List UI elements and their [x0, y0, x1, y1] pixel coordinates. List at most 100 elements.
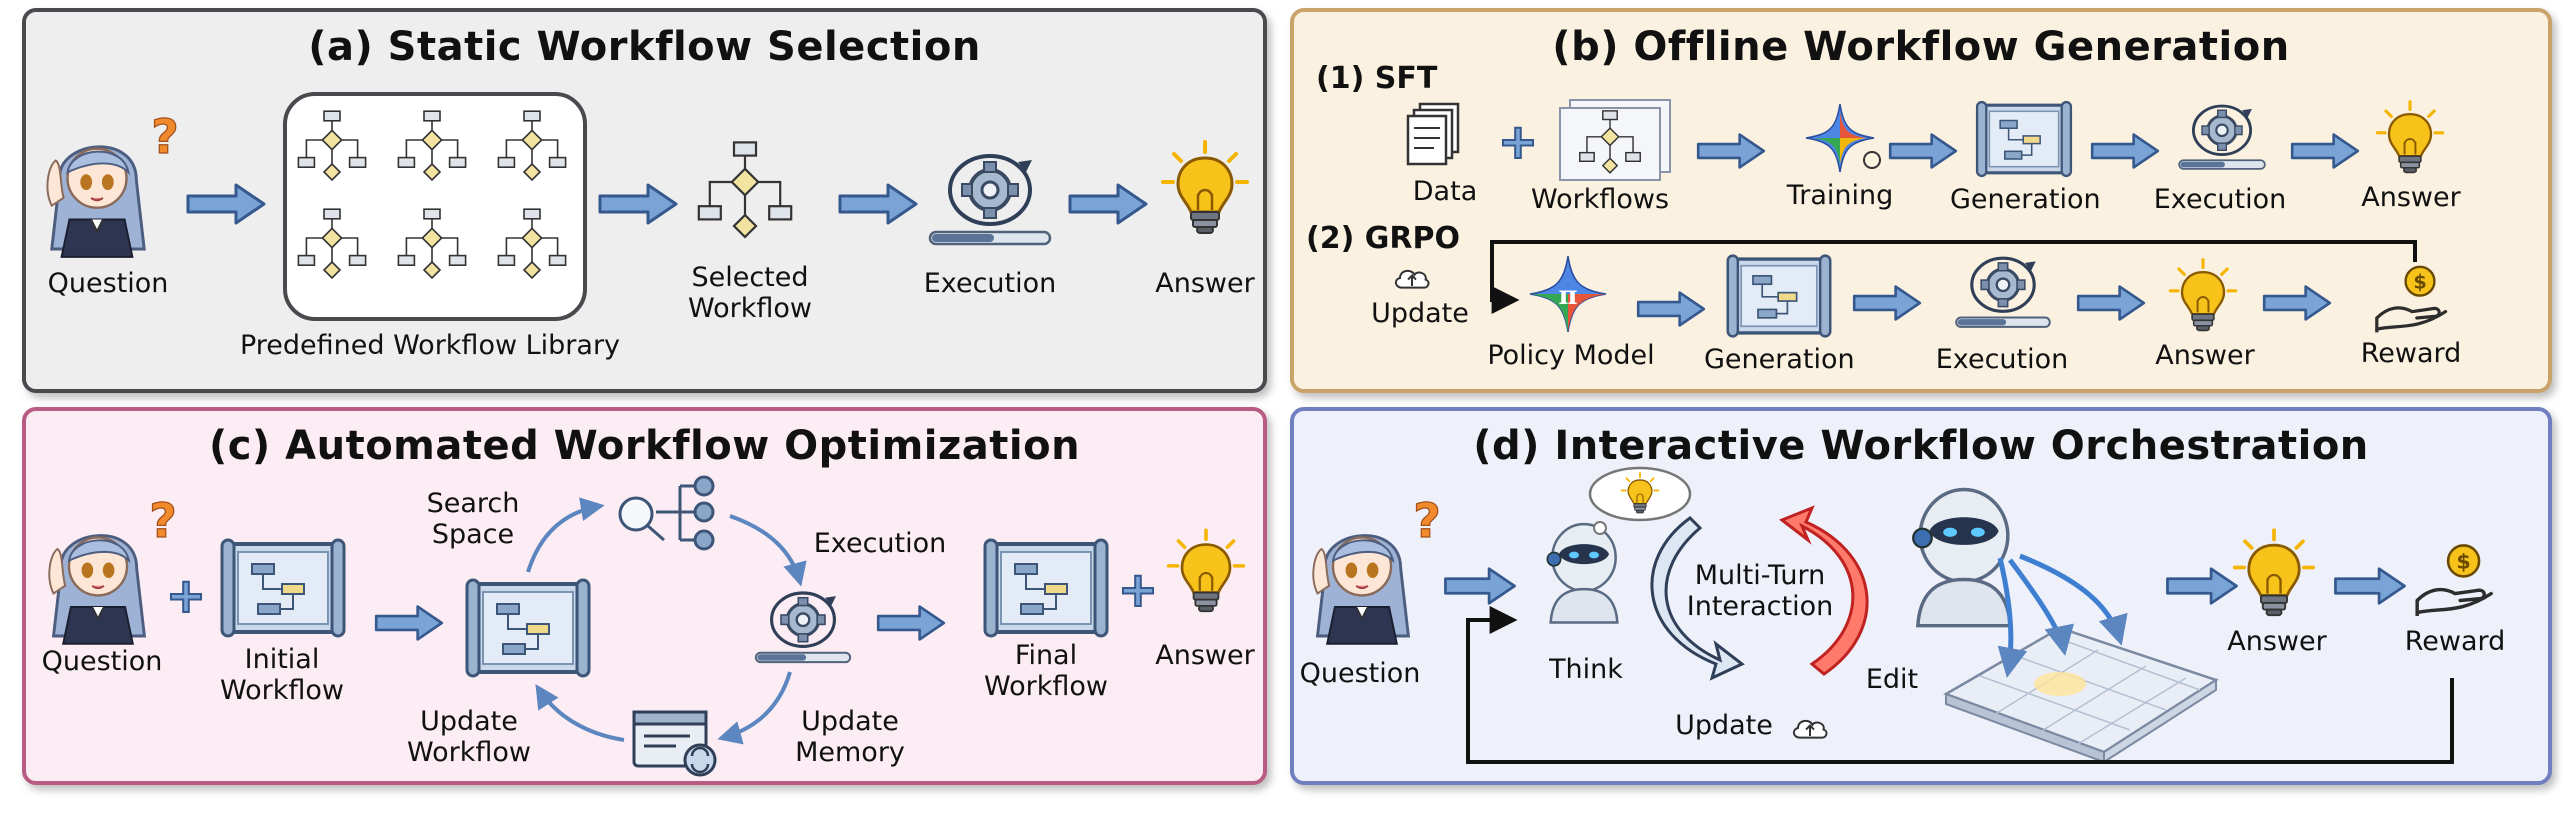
panel-c-graphics: + + [47, 475, 1246, 777]
answer-label: Answer [2361, 182, 2461, 213]
selected-workflow-label: Selected Workflow [688, 262, 812, 325]
arrow-icon [1888, 133, 1958, 169]
cycle-arrow [526, 497, 605, 573]
panel-d-title: (d) Interactive Workflow Orchestration [1473, 423, 2369, 469]
reward-icon [2415, 543, 2493, 618]
training-label: Training [1786, 180, 1894, 211]
interaction-arrow-left [1650, 516, 1745, 681]
execution-gear-icon [754, 591, 852, 664]
arrow-icon [1636, 291, 1706, 327]
workflow-library-box [283, 92, 587, 321]
generation-label: Generation [1704, 344, 1855, 375]
execution-label: Execution [2153, 184, 2287, 215]
panel-d-graphics [1311, 466, 2493, 764]
initial-workflow-label: Initial Workflow [220, 644, 344, 707]
selected-workflow-icon [697, 141, 793, 239]
panel-a-title: (a) Static Workflow Selection [308, 24, 981, 70]
cycle-arrow [717, 671, 792, 745]
plus-icon: + [166, 568, 206, 624]
panel-a-graphics [45, 92, 1249, 321]
update-label: Update [1675, 710, 1773, 741]
reward-label: Reward [2360, 338, 2462, 369]
question-label: Question [47, 268, 169, 299]
panel-interactive-workflow-orchestration: (d) Interactive Workflow Orchestration [1290, 407, 2552, 785]
answer-bulb-icon [1161, 140, 1249, 235]
execution-label: Execution [1935, 344, 2069, 375]
question-label: Question [1299, 658, 1421, 689]
data-docs-icon [1406, 102, 1460, 166]
workflow-board-icon [1943, 626, 2219, 764]
update-memory-label: Update Memory [795, 706, 905, 769]
search-space-label: Search Space [426, 488, 520, 551]
thought-bubble-icon [1588, 466, 1692, 535]
cycle-arrow [535, 683, 625, 742]
cloud-upload-icon [1792, 719, 1828, 739]
panel-c-title: (c) Automated Workflow Optimization [208, 423, 1081, 469]
interaction-arrow-right [1778, 505, 1869, 676]
workflows-label: Workflows [1530, 184, 1670, 215]
plus-icon: + [1498, 114, 1538, 170]
workflow-scroll-icon [467, 580, 589, 676]
final-workflow-label: Final Workflow [984, 640, 1108, 703]
answer-bulb-icon [2232, 528, 2316, 618]
think-label: Think [1549, 654, 1623, 685]
generation-label: Generation [1950, 184, 2101, 215]
question-label: Question [41, 646, 163, 677]
answer-label: Answer [1155, 640, 1255, 671]
question-mark-icon [148, 494, 178, 546]
question-mark-icon [1412, 494, 1442, 546]
edit-robot-icon [1911, 487, 2012, 628]
execution-gear-icon [2177, 104, 2267, 171]
question-girl-icon [47, 534, 146, 646]
answer-bulb-icon [2375, 100, 2445, 175]
arrow-icon [2334, 567, 2406, 605]
answer-label: Answer [1155, 268, 1255, 299]
reward-icon [2375, 265, 2448, 334]
answer-label: Answer [2227, 626, 2327, 657]
arrow-icon [2076, 285, 2146, 321]
arrow-icon [838, 183, 918, 225]
initial-workflow-scroll-icon [220, 538, 346, 638]
question-mark-icon [150, 110, 180, 162]
arrow-icon [1068, 183, 1148, 225]
cloud-upload-icon [1394, 269, 1430, 289]
workflows-stack-icon [1559, 99, 1671, 181]
cycle-arrow [729, 514, 807, 587]
arrow-icon [598, 183, 678, 225]
arrow-icon [1444, 567, 1516, 605]
think-robot-icon [1545, 522, 1619, 624]
arrow-icon [2166, 567, 2238, 605]
plus-icon: + [1118, 562, 1158, 618]
reward-label: Reward [2404, 626, 2506, 657]
execution-label: Execution [923, 268, 1057, 299]
arrow-icon [2262, 285, 2332, 321]
execution-label: Execution [813, 528, 947, 559]
data-label: Data [1412, 176, 1478, 207]
pi-symbol: π [1558, 281, 1577, 311]
answer-bulb-icon [2168, 258, 2238, 333]
generation-scroll-icon [1975, 100, 2073, 178]
arrow-icon [876, 605, 946, 641]
execution-gear-icon [928, 154, 1052, 246]
edit-label: Edit [1865, 664, 1919, 695]
question-girl-icon [45, 145, 146, 259]
grpo-section-label: (2) GRPO [1306, 221, 1460, 256]
update-workflow-label: Update Workflow [407, 706, 531, 769]
execution-gear-icon [1954, 256, 2052, 329]
panel-b-title: (b) Offline Workflow Generation [1552, 24, 2290, 70]
answer-label: Answer [2155, 340, 2255, 371]
final-workflow-scroll-icon [985, 540, 1107, 636]
update-label: Update [1371, 298, 1469, 329]
generation-scroll-icon [1726, 254, 1832, 338]
memory-window-icon [632, 710, 717, 777]
arrow-icon [186, 183, 266, 225]
arrow-icon [2290, 133, 2360, 169]
interaction-label: Multi-Turn Interaction [1686, 560, 1834, 623]
sft-section-label: (1) SFT [1316, 61, 1438, 96]
question-girl-icon [1311, 534, 1410, 646]
arrow-icon [1696, 133, 1766, 169]
arrow-icon [1852, 285, 1922, 321]
search-space-icon [618, 475, 715, 551]
arrow-icon [2090, 133, 2160, 169]
